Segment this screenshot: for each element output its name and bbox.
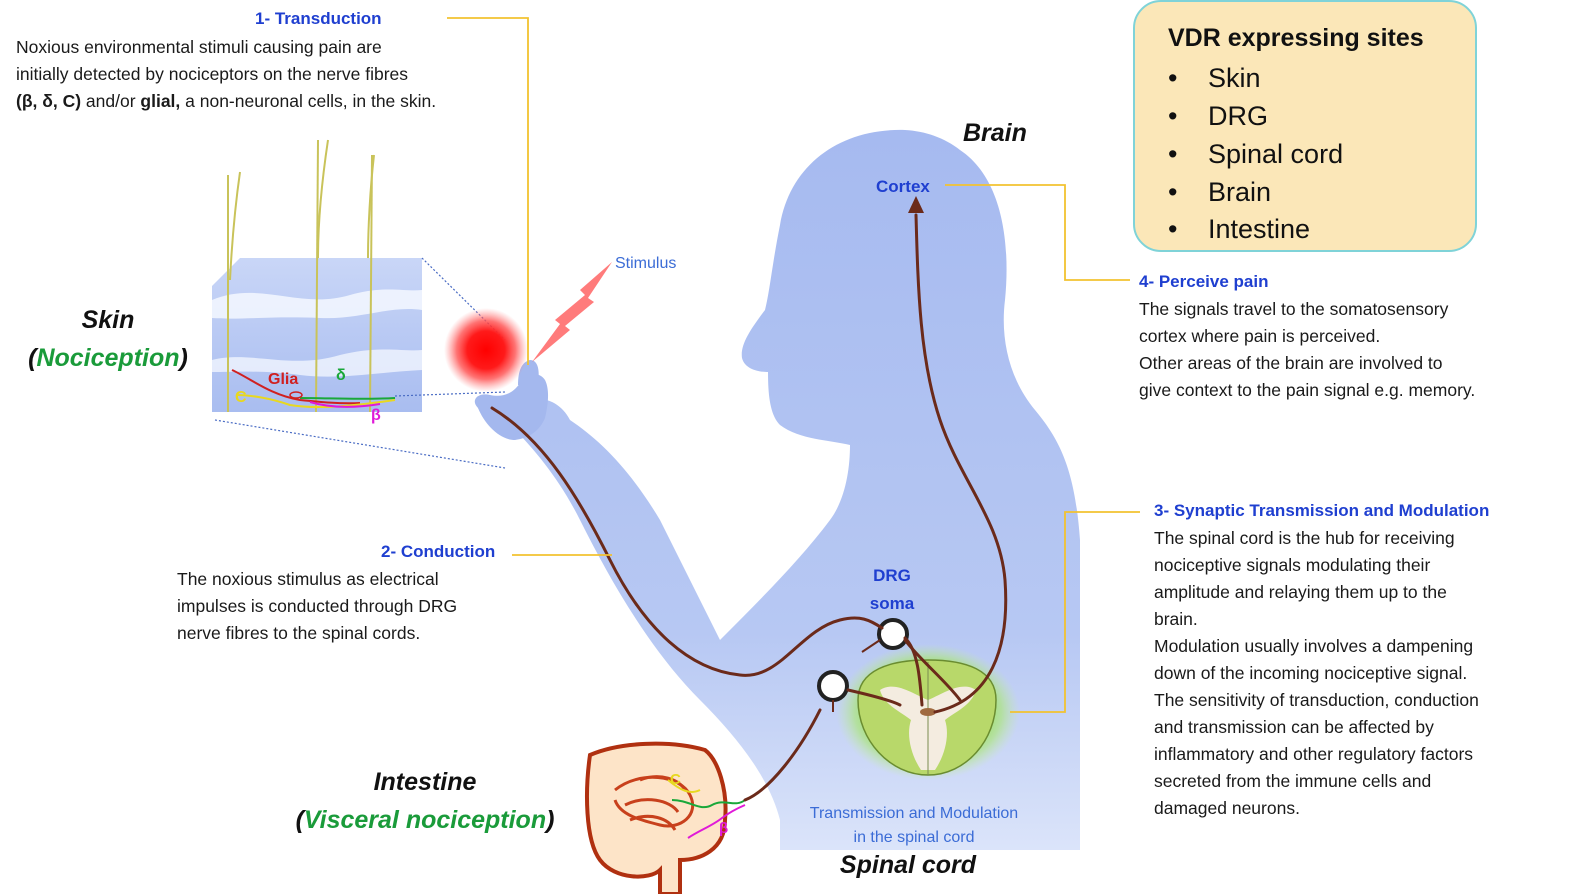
visceral-nociception-label: Visceral nociception (304, 806, 546, 834)
glial-term: glial, (140, 91, 180, 111)
transmission-line1: Transmission and Modulation (780, 802, 1048, 826)
transmission-caption: Transmission and Modulation in the spina… (780, 802, 1048, 850)
step1-line: (β, δ, C) and/or glial, a non-neuronal c… (16, 88, 518, 115)
step4-title: 4- Perceive pain (1139, 272, 1268, 292)
vdr-item-skin: •Skin (1168, 63, 1261, 94)
step3-line: down of the incoming nociceptive signal. (1154, 660, 1564, 687)
step4-text: The signals travel to the somatosensory … (1139, 296, 1544, 404)
skin-sublabel: (Nociception) (10, 344, 206, 373)
step3-line: Modulation usually involves a dampening (1154, 633, 1564, 660)
intestine-sublabel: (Visceral nociception) (280, 806, 570, 835)
step3-line: secreted from the immune cells and (1154, 768, 1564, 795)
vdr-item-label: Brain (1208, 177, 1271, 207)
step1-connector: and/or (81, 91, 140, 111)
cortex-label: Cortex (876, 177, 930, 197)
step4-line: Other areas of the brain are involved to (1139, 350, 1544, 377)
step3-line: The sensitivity of transduction, conduct… (1154, 687, 1564, 714)
step2-line: nerve fibres to the spinal cords. (177, 620, 510, 647)
step3-line: The spinal cord is the hub for receiving (1154, 525, 1564, 552)
vdr-item-brain: •Brain (1168, 177, 1271, 208)
step1-title: 1- Transduction (255, 9, 382, 29)
beta-fibre-label: β (371, 407, 381, 425)
glia-label: Glia (268, 371, 298, 389)
stimulus-bolt (532, 262, 612, 362)
intestine-c-label: C (670, 771, 681, 788)
step2-text: The noxious stimulus as electrical impul… (177, 566, 510, 647)
drg-label-line1: DRG (866, 566, 918, 586)
step3-line: amplitude and relaying them up to the (1154, 579, 1564, 606)
step3-line: inflammatory and other regulatory factor… (1154, 741, 1564, 768)
vdr-item-label: Intestine (1208, 214, 1310, 244)
stimulus-glow (444, 308, 528, 392)
bullet: • (1168, 139, 1208, 170)
nociception-label: Nociception (36, 344, 179, 372)
step1-line: Noxious environmental stimuli causing pa… (16, 34, 518, 61)
step4-line: The signals travel to the somatosensory (1139, 296, 1544, 323)
vdr-title: VDR expressing sites (1168, 24, 1424, 53)
vdr-item-intestine: •Intestine (1168, 214, 1310, 245)
intestine-beta-label: β (719, 820, 728, 837)
drg-label-line2: soma (862, 594, 922, 614)
step3-text: The spinal cord is the hub for receiving… (1154, 525, 1564, 822)
step2-title: 2- Conduction (381, 542, 495, 562)
step2-line: impulses is conducted through DRG (177, 593, 510, 620)
delta-fibre-label: δ (336, 367, 346, 385)
c-fibre-label: C (235, 389, 247, 407)
stimulus-label: Stimulus (615, 252, 676, 276)
step1-line: initially detected by nociceptors on the… (16, 61, 518, 88)
fibre-types: (β, δ, C) (16, 91, 81, 111)
spinal-cord-label: Spinal cord (808, 851, 1008, 880)
drg-soma-lower (819, 672, 847, 700)
vdr-item-spinal-cord: •Spinal cord (1168, 139, 1343, 170)
step3-line: and transmission can be affected by (1154, 714, 1564, 741)
skin-block (212, 140, 505, 468)
brain-label: Brain (963, 119, 1027, 148)
step2-line: The noxious stimulus as electrical (177, 566, 510, 593)
intestine-drawing (587, 744, 726, 894)
transmission-line2: in the spinal cord (780, 826, 1048, 850)
bullet: • (1168, 63, 1208, 94)
step1-end: a non-neuronal cells, in the skin. (180, 91, 436, 111)
step3-line: brain. (1154, 606, 1564, 633)
bullet: • (1168, 101, 1208, 132)
step3-line: damaged neurons. (1154, 795, 1564, 822)
vdr-item-drg: •DRG (1168, 101, 1268, 132)
skin-label: Skin (10, 306, 206, 335)
bullet: • (1168, 214, 1208, 245)
step3-title: 3- Synaptic Transmission and Modulation (1154, 501, 1489, 521)
step3-line: nociceptive signals modulating their (1154, 552, 1564, 579)
intestine-label: Intestine (280, 768, 570, 797)
bullet: • (1168, 177, 1208, 208)
step4-line: give context to the pain signal e.g. mem… (1139, 377, 1544, 404)
vdr-item-label: DRG (1208, 101, 1268, 131)
vdr-item-label: Spinal cord (1208, 139, 1343, 169)
vdr-item-label: Skin (1208, 63, 1261, 93)
step1-text: Noxious environmental stimuli causing pa… (16, 34, 518, 115)
drg-soma-upper (879, 620, 907, 648)
step4-line: cortex where pain is perceived. (1139, 323, 1544, 350)
